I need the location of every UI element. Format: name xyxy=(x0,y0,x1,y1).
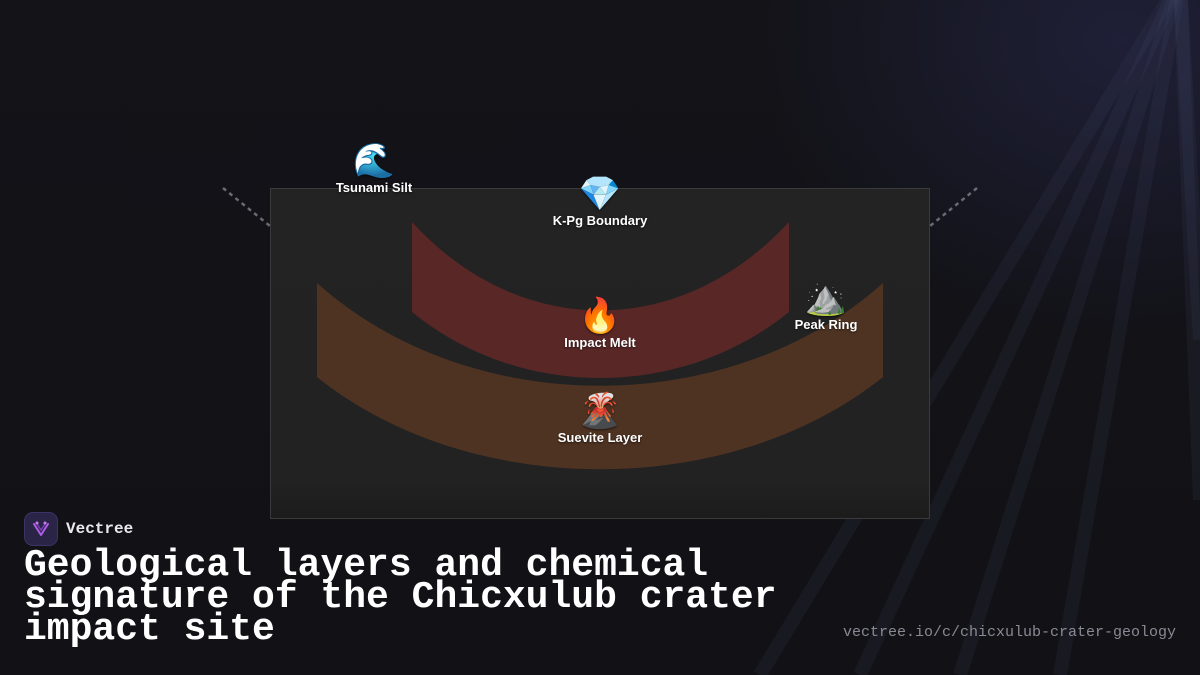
wave-icon: 🌊 xyxy=(352,141,396,181)
brand: Vectree xyxy=(24,512,133,546)
label-impact-melt: 🔥 Impact Melt xyxy=(564,298,636,349)
suevite-layer-text: Suevite Layer xyxy=(557,430,643,445)
suevite-layer-band xyxy=(317,283,883,470)
fire-icon: 🔥 xyxy=(578,296,622,336)
page-url[interactable]: vectree.io/c/chicxulub-crater-geology xyxy=(842,624,1176,641)
kpg-boundary-text: K-Pg Boundary xyxy=(552,213,648,228)
peak-ring-text: Peak Ring xyxy=(794,317,858,332)
label-tsunami-silt: 🌊 Tsunami Silt xyxy=(336,143,412,194)
dashed-guide-right xyxy=(929,187,978,227)
brand-name: Vectree xyxy=(66,520,134,538)
mountain-icon: ⛰️ xyxy=(804,278,848,318)
label-suevite-layer: 🌋 Suevite Layer xyxy=(558,393,643,444)
dashed-guide-left xyxy=(222,187,271,227)
volcano-icon: 🌋 xyxy=(578,391,622,431)
vectree-logo-icon xyxy=(24,512,58,546)
impact-melt-text: Impact Melt xyxy=(564,335,636,350)
impact-melt-band xyxy=(412,222,789,378)
gem-icon: 💎 xyxy=(578,174,622,214)
label-kpg-boundary: 💎 K-Pg Boundary xyxy=(553,176,648,227)
label-peak-ring: ⛰️ Peak Ring xyxy=(795,280,858,331)
tsunami-silt-text: Tsunami Silt xyxy=(335,180,413,195)
page-title: Geological layers and chemical signature… xyxy=(24,544,777,651)
